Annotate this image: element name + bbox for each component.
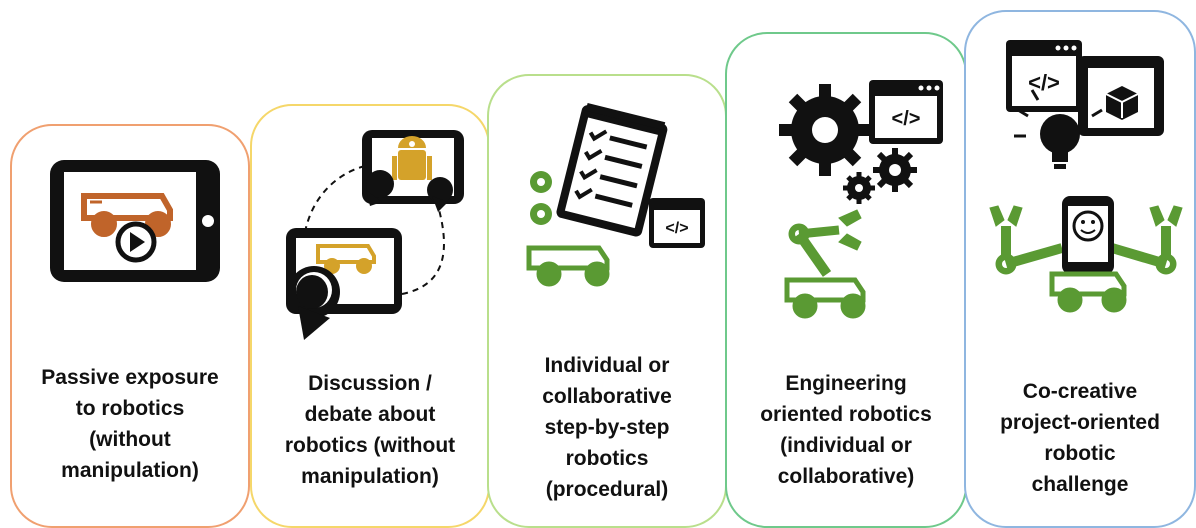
stage-2-label-line: Discussion /: [308, 372, 432, 395]
stage-4-label: Engineering oriented robotics (individua…: [727, 368, 965, 492]
stage-1-label-line: to robotics: [75, 397, 185, 420]
robot-car-icon: [526, 245, 610, 287]
stage-1-label-line: Passive exposure: [41, 366, 219, 389]
stage-3-label-line: step-by-step: [544, 416, 670, 439]
stage-2-label-line: robotics (without: [284, 434, 456, 457]
stage-3-label-line: robotics: [565, 447, 649, 470]
stage-1-label: Passive exposure to robotics (without ma…: [12, 362, 248, 486]
gears-icon: [779, 84, 917, 204]
phone-robot-icon: [1062, 196, 1114, 274]
stage-3-label-line: Individual or: [544, 354, 670, 377]
stage-2-card: Discussion / debate about robotics (with…: [250, 104, 490, 528]
stage-1-card: Passive exposure to robotics (without ma…: [10, 124, 250, 528]
code-window-icon: </>: [649, 198, 705, 248]
robot-car-icon: [316, 244, 376, 274]
stage-2-label-line: debate about: [304, 403, 436, 426]
robot-droid-icon: [392, 136, 432, 180]
stage-4-illustration: </>: [779, 80, 943, 319]
code-glyph: </>: [892, 108, 921, 130]
stage-5-illustration: </>: [989, 40, 1183, 313]
stage-2-label-line: manipulation): [301, 465, 439, 488]
robot-arm-icon: [788, 209, 862, 277]
stage-1-label-line: (without: [89, 428, 171, 451]
robot-car-icon: [81, 193, 173, 237]
stage-5-label-line: project-oriented: [1000, 411, 1160, 434]
3d-printer-icon: [1078, 56, 1164, 136]
code-glyph: </>: [665, 220, 688, 237]
stage-4-label-line: Engineering: [785, 372, 907, 395]
play-icon: [115, 221, 157, 263]
code-window-icon: </>: [1006, 40, 1082, 112]
stage-2-label: Discussion / debate about robotics (with…: [252, 368, 488, 492]
stage-3-label-line: collaborative: [542, 385, 672, 408]
people-heads-icon: [366, 170, 453, 212]
stage-4-label-line: oriented robotics: [760, 403, 932, 426]
stage-4-card: </> Engineering oriented robotics (indiv…: [725, 32, 967, 528]
stage-1-label-line: manipulation): [61, 459, 199, 482]
stage-3-label-line: (procedural): [545, 478, 669, 501]
stage-3-label: Individual or collaborative step-by-step…: [489, 350, 725, 505]
dashed-arc: [401, 205, 445, 295]
sensor-dots: [530, 171, 552, 225]
stage-5-card: </>: [964, 10, 1196, 528]
robot-car-icon: [1049, 271, 1127, 313]
stage-3-illustration: </>: [526, 102, 705, 287]
lightbulb-icon: [1014, 89, 1103, 169]
robot-claw-icon: [989, 205, 1183, 275]
stage-1-illustration: [50, 160, 220, 282]
stage-3-card: </> Individual or collaborative step-by-…: [487, 74, 727, 528]
people-heads-icon: [288, 266, 340, 340]
stage-5-label-line: challenge: [1031, 473, 1129, 496]
stage-4-label-line: (individual or: [780, 434, 912, 457]
stage-5-label-line: robotic: [1044, 442, 1116, 465]
stage-5-label: Co-creative project-oriented robotic cha…: [966, 376, 1194, 500]
checklist-icon: [556, 102, 668, 237]
stage-4-label-line: collaborative): [777, 465, 915, 488]
stage-5-label-line: Co-creative: [1022, 380, 1138, 403]
stage-2-illustration: [286, 130, 464, 340]
code-window-icon: </>: [869, 80, 943, 144]
robot-car-icon: [784, 277, 866, 319]
dashed-arc: [301, 163, 393, 277]
